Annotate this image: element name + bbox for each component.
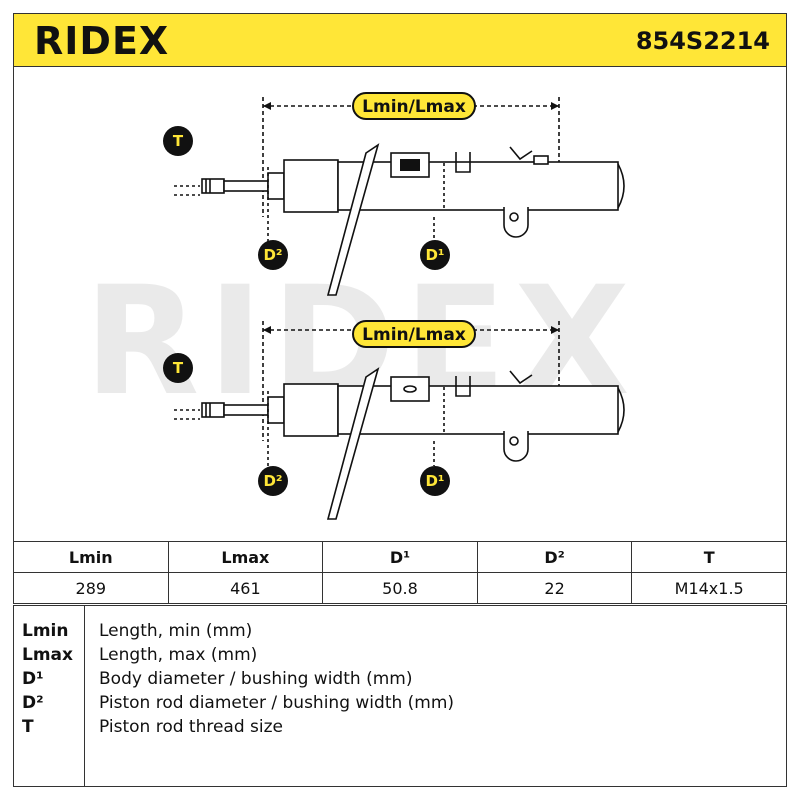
legend-desc: Piston rod diameter / bushing width (mm) [99, 693, 455, 713]
part-number: 854S2214 [635, 27, 770, 55]
brand-logo: RIDEX [34, 19, 170, 63]
legend: Lmin Length, min (mm) Lmax Length, max (… [13, 605, 787, 787]
value-d1: 50.8 [322, 572, 478, 604]
arrow-right-icon [551, 326, 559, 334]
value-lmin: 289 [13, 572, 169, 604]
header-lmax: Lmax [167, 541, 324, 573]
legend-item: Lmin Length, min (mm) [14, 619, 784, 643]
legend-key: T [22, 717, 34, 737]
legend-item: D¹ Body diameter / bushing width (mm) [14, 667, 784, 691]
d1-label-bottom: D¹ [420, 466, 450, 496]
legend-desc: Piston rod thread size [99, 717, 284, 737]
value-d2: 22 [476, 572, 633, 604]
arrow-right-icon [551, 102, 559, 110]
piston-rod [223, 180, 269, 192]
arrow-left-icon [263, 326, 271, 334]
header-lmin: Lmin [13, 541, 169, 573]
lmin-lmax-label-top: Lmin/Lmax [352, 92, 476, 120]
top-mount [283, 159, 339, 213]
legend-desc: Length, max (mm) [99, 645, 258, 665]
legend-key: Lmin [22, 621, 69, 641]
d2-label-bottom: D² [258, 466, 288, 496]
d2-label-top: D² [258, 240, 288, 270]
spec-value-row: 289 461 50.8 22 M14x1.5 [13, 572, 787, 604]
value-t: M14x1.5 [631, 572, 787, 604]
body-tube [337, 161, 619, 211]
thread-label-top: T [163, 126, 193, 156]
shock-absorber-bottom [174, 321, 625, 520]
header-t: T [631, 541, 787, 573]
legend-key: D² [22, 693, 44, 713]
legend-desc: Length, min (mm) [99, 621, 253, 641]
header-d1: D¹ [322, 541, 478, 573]
d1-label-top: D¹ [420, 240, 450, 270]
shock-absorber-drawing [174, 97, 625, 520]
legend-item: Lmax Length, max (mm) [14, 643, 784, 667]
spec-header-row: Lmin Lmax D¹ D² T [13, 541, 787, 573]
legend-key: Lmax [22, 645, 73, 665]
technical-drawing: RIDEX [13, 67, 787, 541]
legend-desc: Body diameter / bushing width (mm) [99, 669, 413, 689]
lmin-lmax-label-bottom: Lmin/Lmax [352, 320, 476, 348]
shock-absorber-top [174, 97, 625, 296]
thread-label-bottom: T [163, 353, 193, 383]
legend-item: T Piston rod thread size [14, 715, 784, 739]
spec-table: Lmin Lmax D¹ D² T 289 461 50.8 22 M14x1.… [13, 541, 787, 604]
legend-key: D¹ [22, 669, 44, 689]
header-d2: D² [476, 541, 633, 573]
knuckle-mount [503, 207, 529, 238]
arrow-left-icon [263, 102, 271, 110]
header-bar: RIDEX 854S2214 [13, 13, 787, 67]
spring-seat [326, 143, 380, 296]
value-lmax: 461 [167, 572, 324, 604]
legend-divider [84, 606, 85, 786]
legend-item: D² Piston rod diameter / bushing width (… [14, 691, 784, 715]
